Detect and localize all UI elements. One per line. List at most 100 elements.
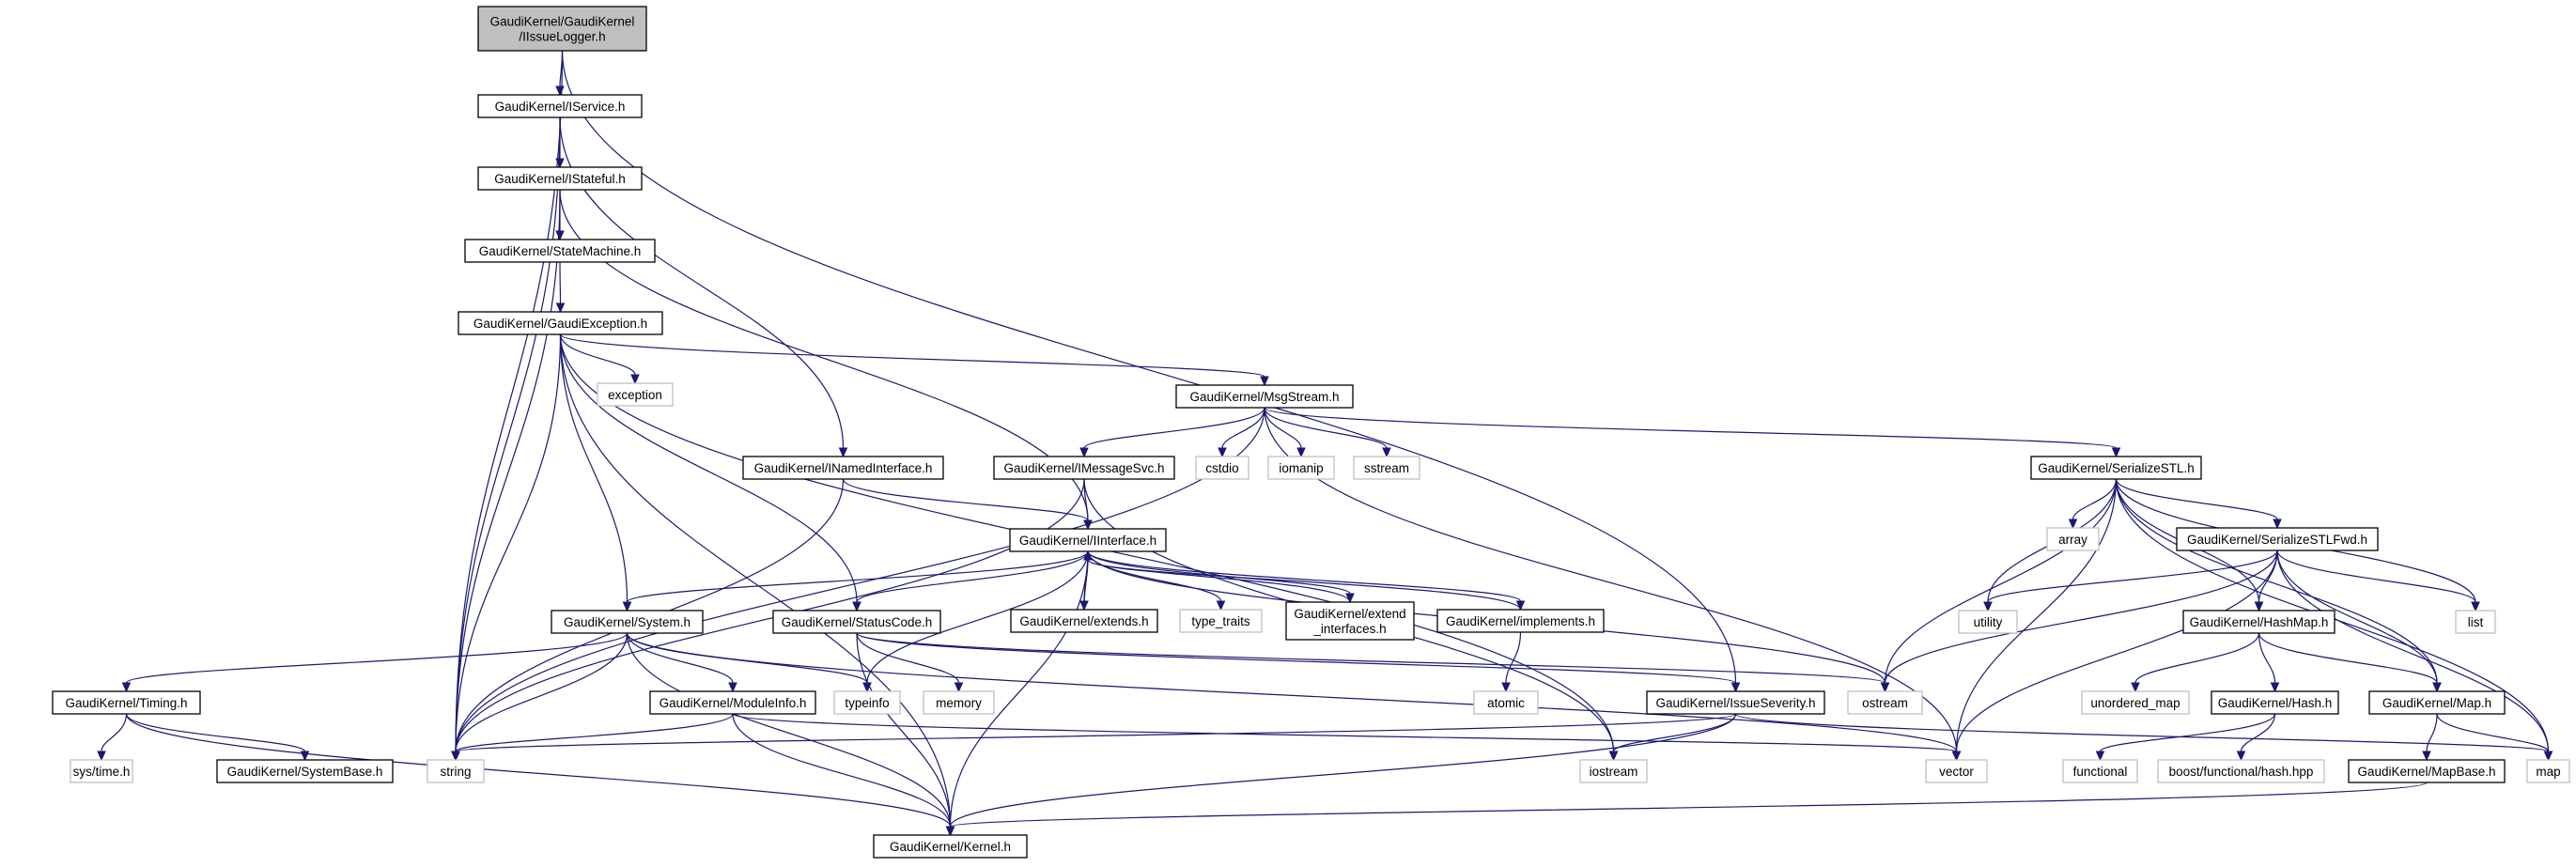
edge-arrowhead — [1216, 600, 1226, 612]
edge-StatusCode-to-Kernel — [856, 632, 955, 837]
edge-arrowhead — [97, 751, 106, 762]
node-box — [458, 311, 663, 335]
node-array: array — [2046, 527, 2100, 551]
node-IssueSeverity[interactable]: GaudiKernel/IssueSeverity.h — [1646, 690, 1825, 715]
node-box — [923, 690, 995, 715]
node-label: typeinfo — [845, 696, 889, 710]
node-box — [477, 94, 643, 118]
node-box — [1473, 690, 1539, 715]
edge-Map-to-MapBase — [2422, 713, 2438, 762]
node-extend_interfaces[interactable]: GaudiKernel/extend_interfaces.h — [1285, 601, 1415, 641]
node-MsgStream[interactable]: GaudiKernel/MsgStream.h — [1175, 384, 1354, 409]
node-box — [216, 759, 394, 783]
node-list: list — [2455, 610, 2496, 634]
edge-MapBase-to-Kernel — [945, 782, 2428, 837]
node-implements[interactable]: GaudiKernel/implements.h — [1436, 609, 1605, 633]
node-SerializeSTLFwd[interactable]: GaudiKernel/SerializeSTLFwd.h — [2176, 527, 2379, 551]
edge-line — [1264, 407, 1302, 449]
node-box — [597, 382, 674, 407]
node-box — [1847, 690, 1923, 715]
node-string: string — [427, 759, 485, 783]
edge-arrowhead — [2422, 751, 2431, 762]
node-INamedInterface[interactable]: GaudiKernel/INamedInterface.h — [742, 456, 944, 480]
node-HashMap[interactable]: GaudiKernel/HashMap.h — [2182, 610, 2335, 634]
edge-IInterface-to-extend_interfaces — [1087, 550, 1355, 604]
edge-line — [626, 550, 1089, 603]
node-box — [2211, 690, 2339, 715]
node-Timing[interactable]: GaudiKernel/Timing.h — [52, 690, 201, 715]
node-label: unordered_map — [2090, 696, 2180, 710]
node-label: GaudiKernel/StateMachine.h — [479, 244, 642, 258]
node-IMessageSvc[interactable]: GaudiKernel/IMessageSvc.h — [993, 456, 1175, 480]
node-IStateful[interactable]: GaudiKernel/IStateful.h — [477, 166, 643, 191]
edge-SerializeSTL-to-SerializeSTLFwd — [2115, 478, 2282, 530]
node-memory: memory — [923, 690, 995, 715]
edge-line — [125, 632, 628, 684]
edge-SerializeSTL-to-Map — [2115, 478, 2442, 693]
edge-line — [856, 632, 1737, 684]
node-MapBase[interactable]: GaudiKernel/MapBase.h — [2348, 759, 2506, 783]
node-label: GaudiKernel/SystemBase.h — [227, 765, 383, 779]
node-box — [1436, 609, 1605, 633]
edge-arrowhead — [954, 682, 964, 693]
node-IService[interactable]: GaudiKernel/IService.h — [477, 94, 643, 118]
edge-arrowhead — [451, 751, 460, 762]
edge-SerializeSTLFwd-to-ostream — [1880, 550, 2278, 693]
edge-arrowhead — [838, 447, 848, 458]
node-box — [2455, 610, 2496, 634]
node-StateMachine[interactable]: GaudiKernel/StateMachine.h — [464, 239, 656, 263]
edge-line — [559, 333, 858, 603]
node-label: GaudiKernel/extends.h — [1019, 614, 1148, 628]
node-label: GaudiKernel/IMessageSvc.h — [1003, 461, 1164, 475]
node-label: GaudiKernel/Map.h — [2382, 696, 2491, 710]
node-label: GaudiKernel/StatusCode.h — [782, 615, 933, 629]
node-systime: sys/time.h — [70, 759, 133, 783]
nodes-layer: GaudiKernel/GaudiKernel/IIssueLogger.hGa… — [52, 6, 2570, 859]
node-root[interactable]: GaudiKernel/GaudiKernel/IIssueLogger.h — [477, 6, 647, 52]
node-extends[interactable]: GaudiKernel/extends.h — [1010, 609, 1158, 633]
node-label: GaudiKernel/implements.h — [1446, 614, 1595, 628]
node-label: GaudiKernel/ModuleInfo.h — [660, 696, 807, 710]
node-label: cstdio — [1205, 461, 1238, 475]
node-sstream: sstream — [1353, 456, 1420, 480]
edge-line — [856, 550, 1089, 603]
node-box — [993, 456, 1175, 480]
edge-GaudiException-to-string — [451, 333, 562, 762]
node-atomic: atomic — [1473, 690, 1539, 715]
edge-arrowhead — [1983, 601, 1993, 612]
node-ModuleInfo[interactable]: GaudiKernel/ModuleInfo.h — [649, 690, 816, 715]
node-box — [477, 166, 643, 191]
edge-arrowhead — [1608, 751, 1619, 762]
edge-line — [2258, 632, 2438, 684]
node-Hash[interactable]: GaudiKernel/Hash.h — [2211, 690, 2339, 715]
node-box — [1958, 610, 2018, 634]
node-SystemBase[interactable]: GaudiKernel/SystemBase.h — [216, 759, 394, 783]
node-System[interactable]: GaudiKernel/System.h — [551, 610, 704, 634]
node-label: boost/functional/hash.hpp — [2169, 765, 2314, 779]
node-IInterface[interactable]: GaudiKernel/IInterface.h — [1009, 528, 1167, 552]
node-GaudiException[interactable]: GaudiKernel/GaudiException.h — [458, 311, 663, 335]
node-box — [427, 759, 485, 783]
edge-MsgStream-to-IMessageSvc — [1079, 407, 1265, 458]
edge-IssueSeverity-to-string — [451, 713, 1737, 762]
edge-SerializeSTLFwd-to-vector — [1951, 550, 2278, 762]
node-iomanip: iomanip — [1267, 456, 1335, 480]
edge-line — [2115, 478, 2278, 520]
node-label: atomic — [1487, 696, 1525, 710]
edge-arrowhead — [121, 682, 132, 693]
edge-arrowhead — [728, 682, 737, 693]
node-box — [2157, 759, 2325, 783]
edge-GaudiException-to-MsgStream — [559, 333, 1269, 387]
node-Map[interactable]: GaudiKernel/Map.h — [2368, 690, 2506, 715]
edge-IInterface-to-implements — [1087, 550, 1526, 612]
node-Kernel[interactable]: GaudiKernel/Kernel.h — [873, 834, 1028, 859]
edge-arrowhead — [2254, 601, 2264, 612]
node-box — [1285, 601, 1415, 641]
edge-implements-to-atomic — [1501, 631, 1522, 693]
edge-arrowhead — [1079, 447, 1089, 458]
edge-System-to-string — [451, 632, 628, 762]
node-box — [649, 690, 816, 715]
node-SerializeSTL[interactable]: GaudiKernel/SerializeSTL.h — [2030, 456, 2202, 480]
node-StatusCode[interactable]: GaudiKernel/StatusCode.h — [772, 610, 941, 634]
node-box — [2030, 456, 2202, 480]
